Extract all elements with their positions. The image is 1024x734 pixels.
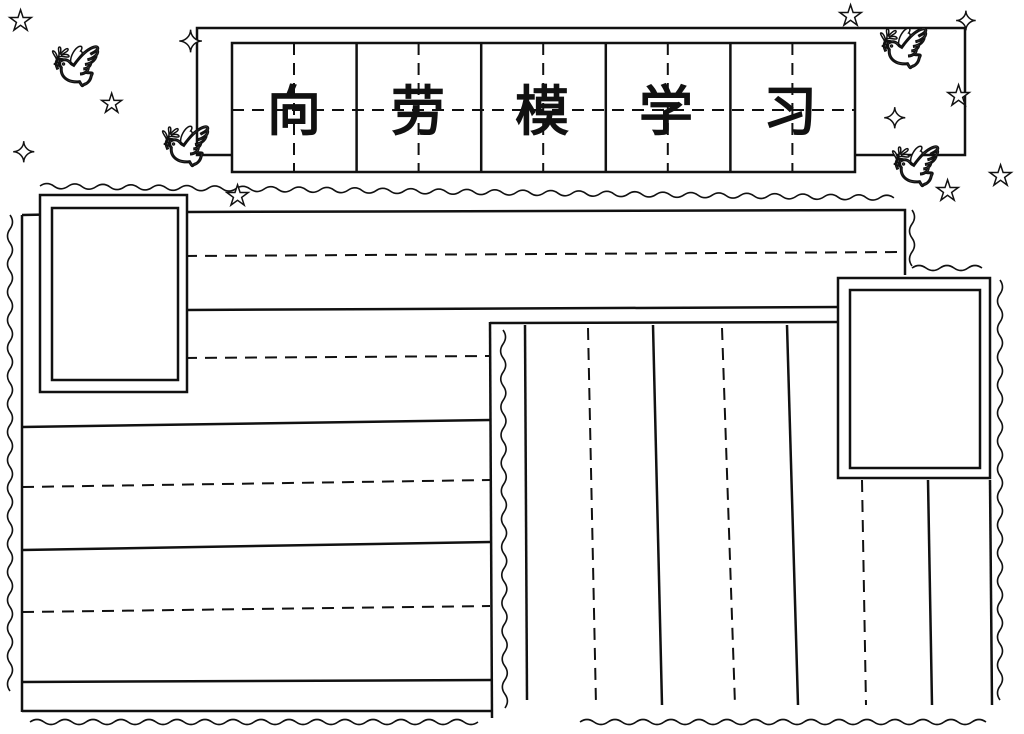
star-icon: ★ bbox=[988, 159, 1013, 192]
title-char-4: 学 bbox=[639, 79, 693, 143]
dove-icon: 🕊 bbox=[878, 26, 929, 72]
sparkle-icon: ✦ bbox=[12, 136, 35, 169]
sparkle-icon: ✦ bbox=[178, 25, 203, 60]
title-char-5: 习 bbox=[763, 79, 817, 143]
wavy-border bbox=[29, 718, 479, 726]
wavy-border bbox=[39, 182, 895, 201]
star-icon: ★ bbox=[935, 174, 960, 207]
right-writing-area bbox=[489, 320, 994, 706]
sparkle-icon: ✦ bbox=[955, 7, 977, 37]
title-banner: 向 劳 模 学 习 bbox=[195, 26, 967, 174]
right-photo-frame bbox=[836, 276, 992, 480]
wavy-border bbox=[996, 279, 1004, 701]
star-icon: ★ bbox=[946, 79, 971, 112]
left-photo-frame bbox=[38, 193, 189, 394]
star-icon: ★ bbox=[100, 89, 123, 119]
star-icon: ★ bbox=[8, 4, 33, 37]
wavy-border bbox=[579, 718, 987, 726]
title-char-2: 劳 bbox=[391, 79, 445, 143]
dove-icon: 🕊 bbox=[160, 124, 211, 170]
star-icon: ★ bbox=[225, 179, 250, 212]
decorations: ★ ★ ★ ★ ★ ★ ★ ✦ ✦ ✦ ✦ 🕊 🕊 🕊 🕊 bbox=[7, 0, 1014, 213]
dove-icon: 🕊 bbox=[890, 144, 941, 190]
dove-icon: 🕊 bbox=[50, 44, 101, 90]
wavy-border bbox=[911, 264, 983, 272]
title-char-1: 向 bbox=[267, 79, 321, 143]
star-icon: ★ bbox=[838, 0, 863, 32]
sparkle-icon: ✦ bbox=[883, 102, 906, 135]
wavy-border bbox=[6, 214, 14, 692]
left-writing-area bbox=[20, 215, 494, 719]
wavy-border bbox=[499, 329, 509, 709]
wavy-border bbox=[908, 209, 916, 267]
title-char-3: 模 bbox=[515, 79, 569, 143]
wavy-borders bbox=[6, 182, 1004, 726]
